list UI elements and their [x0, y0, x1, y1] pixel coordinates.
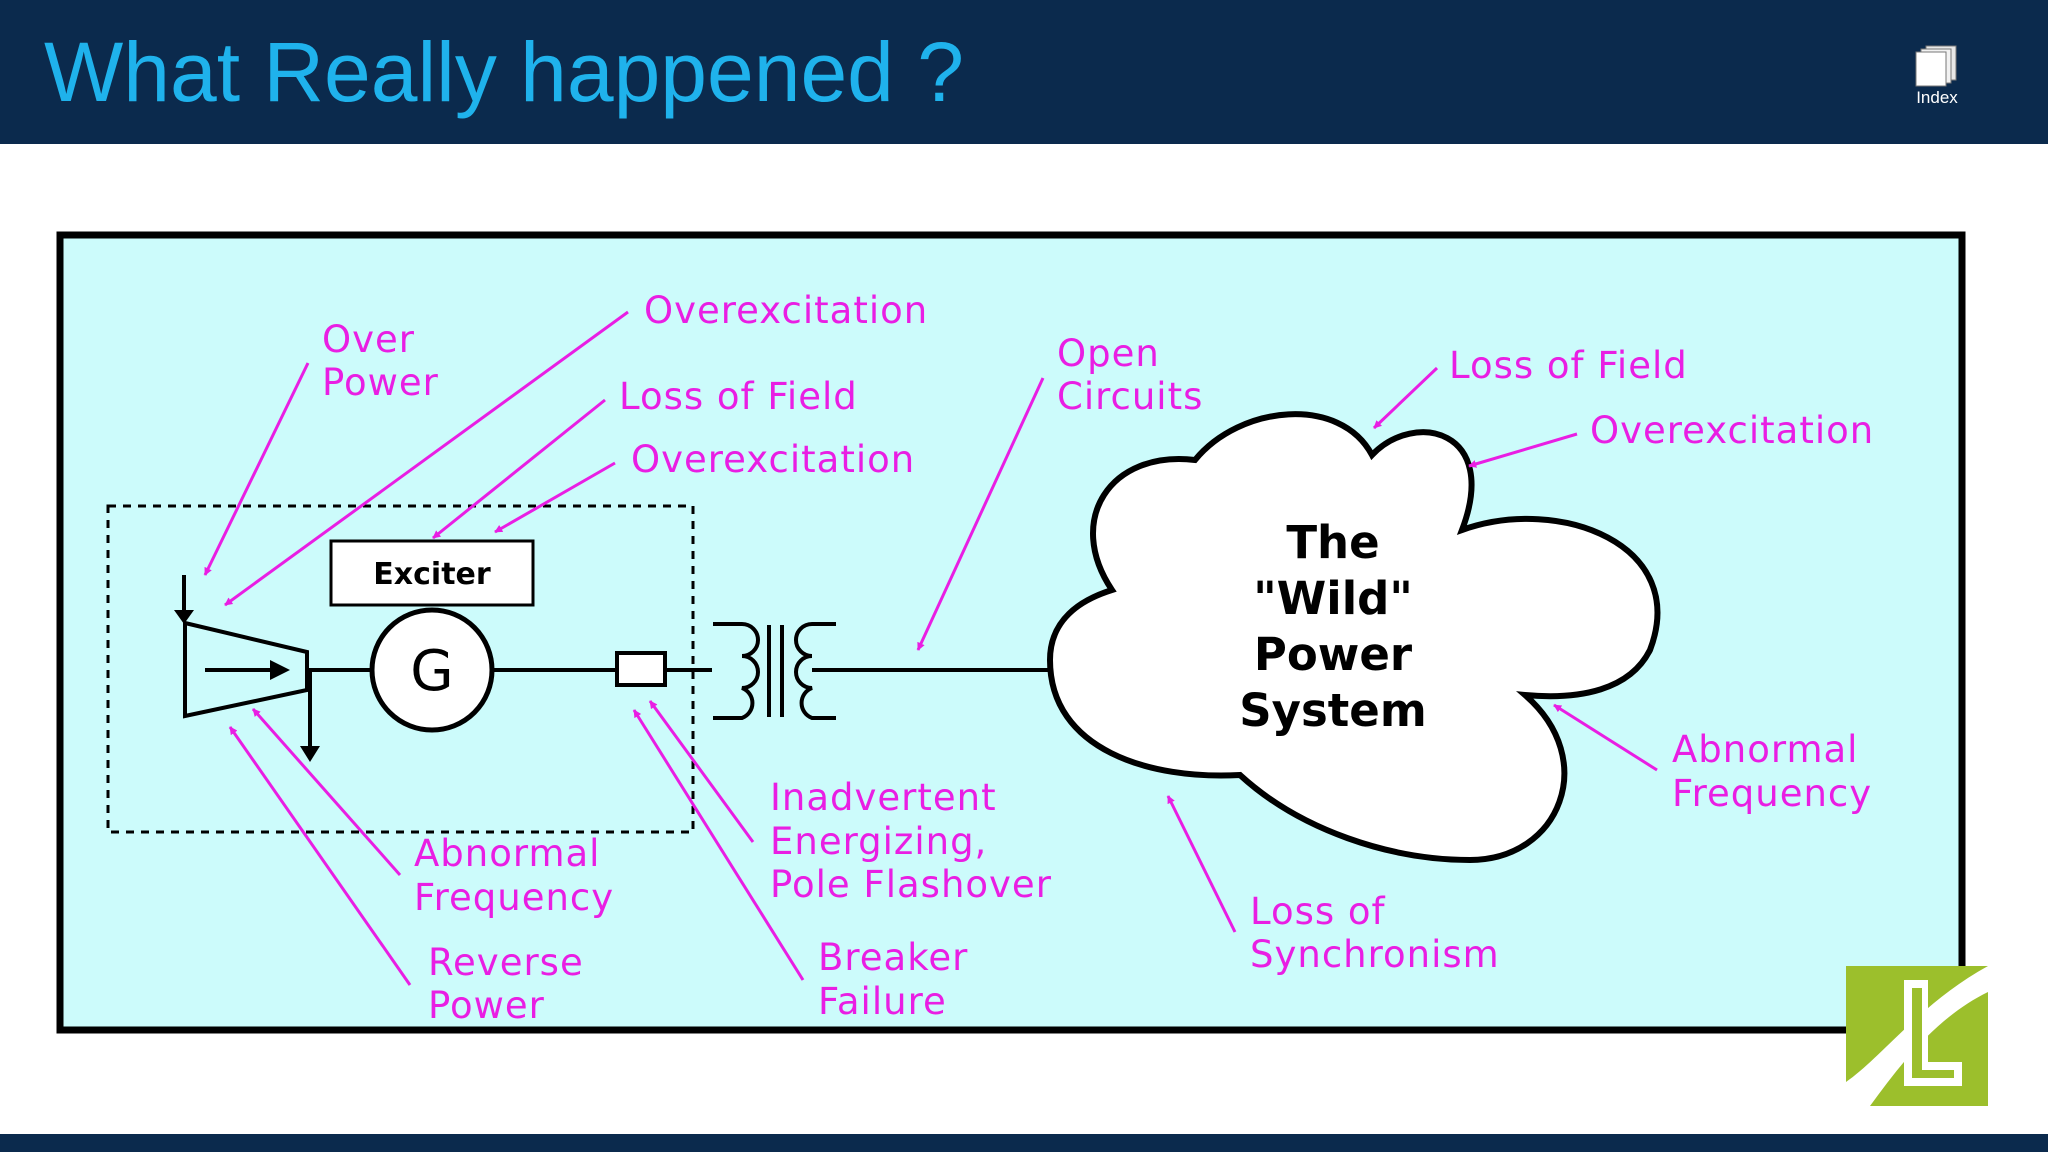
cloud-text-line2: "Wild"	[1253, 572, 1413, 625]
exciter-label: Exciter	[373, 557, 491, 592]
generator-letter: G	[410, 639, 453, 704]
exciter-box	[329, 539, 535, 607]
label-reverse-power: Reverse	[428, 941, 584, 984]
label-abnormal-frequency-left: Abnormal	[414, 832, 600, 875]
fault-arrows	[203, 310, 1658, 986]
pages-stack-icon	[1915, 45, 1957, 87]
label-loss-of-synchronism: Loss of	[1250, 890, 1386, 933]
label-over-power-2: Power	[322, 361, 439, 404]
generator-zone-boundary	[106, 504, 695, 834]
label-overexcitation-right: Overexcitation	[1590, 409, 1874, 452]
label-overexcitation-left: Overexcitation	[631, 438, 915, 481]
index-label: Index	[1916, 88, 1958, 107]
transformer-symbol	[713, 622, 836, 720]
label-breaker-failure-2: Failure	[818, 980, 947, 1023]
label-loss-of-field-left: Loss of Field	[619, 375, 858, 418]
label-reverse-power-2: Power	[428, 984, 545, 1027]
label-abnormal-frequency-right-2: Frequency	[1672, 772, 1872, 815]
label-abnormal-frequency-left-2: Frequency	[414, 876, 614, 919]
label-open-circuits: Open	[1057, 332, 1160, 375]
label-overexcitation-top: Overexcitation	[644, 289, 928, 332]
power-system-cloud	[1046, 411, 1661, 864]
label-inadvertent-energizing: Inadvertent	[770, 776, 997, 819]
company-logo	[1846, 966, 1988, 1106]
label-open-circuits-2: Circuits	[1057, 375, 1203, 418]
label-over-power: Over	[322, 318, 415, 361]
breaker-symbol	[615, 651, 667, 687]
label-inadvertent-energizing-2: Energizing,	[770, 820, 987, 863]
title-bar: What Really happened ? Index	[0, 0, 2048, 144]
label-inadvertent-energizing-3: Pole Flashover	[770, 863, 1052, 906]
footer-bar	[0, 1134, 2048, 1152]
slide-title: What Really happened ?	[44, 25, 964, 119]
label-breaker-failure: Breaker	[818, 936, 968, 979]
turbine-symbol	[174, 575, 320, 762]
cloud-text-line1: The	[1286, 516, 1379, 569]
cloud-text-line3: Power	[1254, 628, 1413, 681]
label-loss-of-field-right: Loss of Field	[1449, 344, 1688, 387]
cloud-text-line4: System	[1239, 684, 1426, 737]
index-button[interactable]: Index	[1900, 40, 1974, 112]
label-abnormal-frequency-right: Abnormal	[1672, 728, 1858, 771]
label-loss-of-synchronism-2: Synchronism	[1250, 933, 1500, 976]
